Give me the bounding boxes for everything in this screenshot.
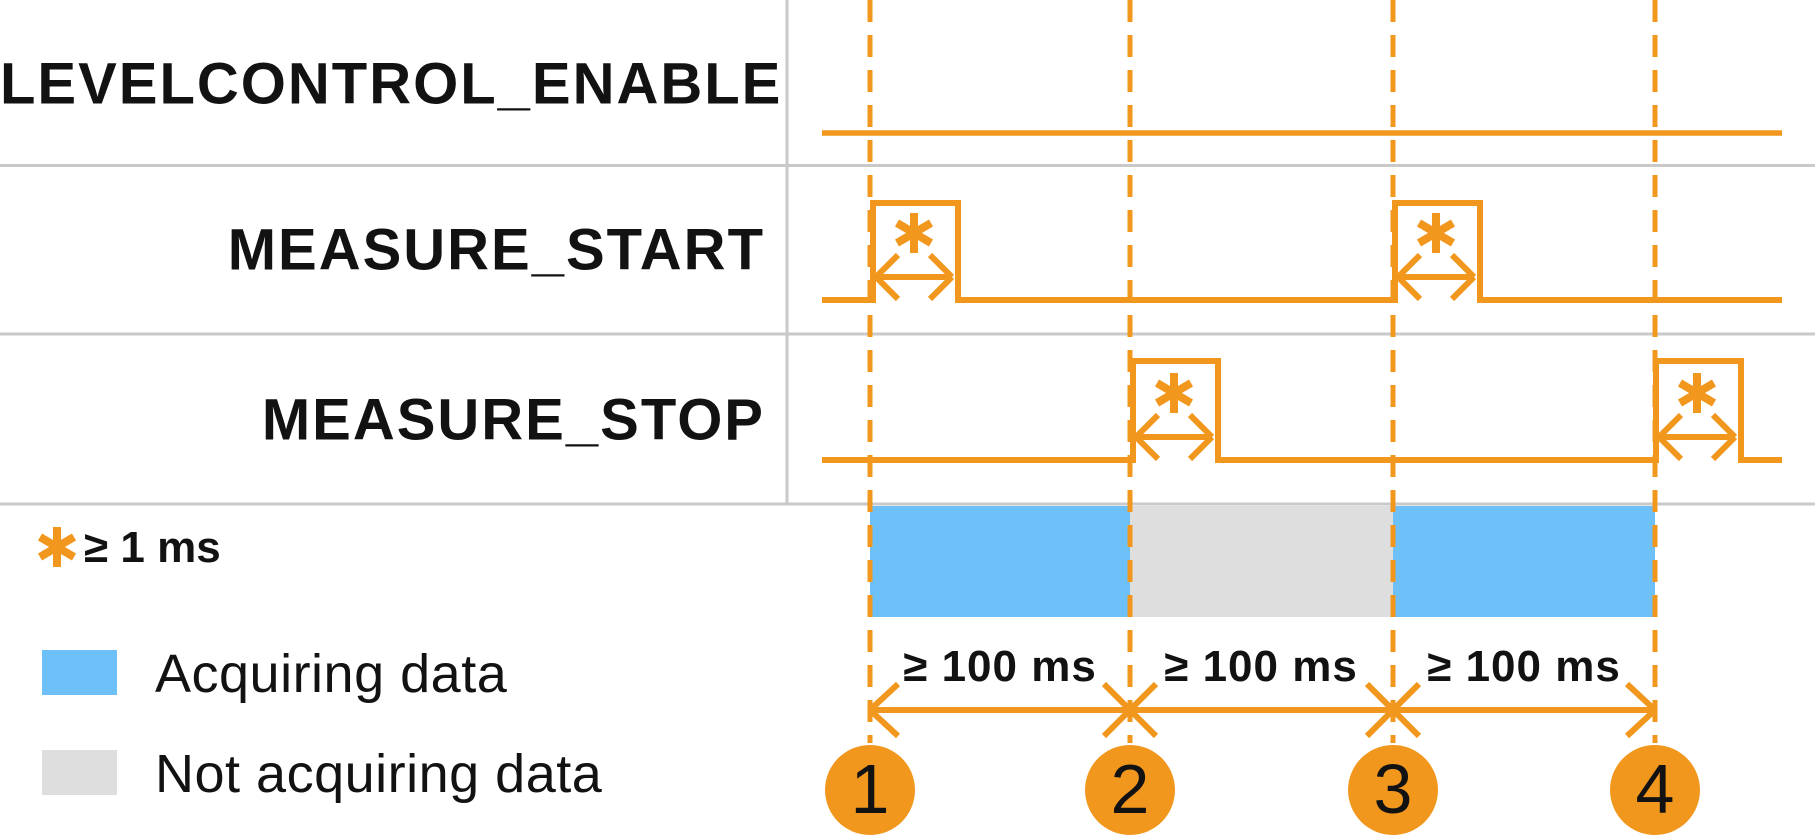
legend-label-acquiring: Acquiring data [155, 644, 508, 704]
pulse-width-note: ≥ 1 ms [84, 523, 221, 572]
asterisk-icon-legend [37, 527, 77, 567]
event-marker-4: 4 [1610, 745, 1700, 835]
pulse-width-arrow-stop-1 [1133, 412, 1215, 462]
arrowhead-left [867, 681, 901, 739]
arrowhead-cross-3 [1364, 681, 1422, 739]
waveform-measure-start [822, 200, 1782, 303]
signal-label-measure-start: MEASURE_START [227, 217, 765, 283]
legend-swatch-acquiring [42, 650, 117, 695]
acquiring-bar-2 [1393, 506, 1655, 617]
legend-label-not-acquiring: Not acquiring data [155, 744, 603, 804]
interval-label-2: ≥ 100 ms [1164, 642, 1358, 691]
event-marker-1: 1 [825, 745, 915, 835]
signal-label-levelcontrol-enable: LEVELCONTROL_ENABLE [0, 51, 783, 117]
interval-label-1: ≥ 100 ms [903, 642, 1097, 691]
legend-swatch-not-acquiring [42, 750, 117, 795]
event-marker-2: 2 [1085, 745, 1175, 835]
event-marker-3: 3 [1348, 745, 1438, 835]
signal-label-measure-stop: MEASURE_STOP [261, 387, 765, 453]
interval-label-3: ≥ 100 ms [1427, 642, 1621, 691]
acquiring-bar-1 [870, 506, 1130, 617]
interval-arrow [867, 681, 1658, 739]
asterisk-icon-stop-1 [1154, 373, 1194, 413]
pulse-width-arrow-start-1 [873, 252, 955, 302]
not-acquiring-bar [1130, 506, 1393, 617]
pulse-width-arrow-stop-2 [1656, 412, 1738, 462]
acquisition-bars [870, 506, 1655, 617]
arrowhead-right [1624, 681, 1658, 739]
arrowhead-cross-2 [1101, 681, 1159, 739]
asterisk-icon-start-1 [894, 213, 934, 253]
pulse-width-arrow-start-2 [1395, 252, 1477, 302]
grid-lines [0, 0, 1815, 506]
asterisk-icon-stop-2 [1677, 373, 1717, 413]
waveform-measure-stop [822, 358, 1782, 463]
dashed-timelines [867, 0, 1658, 743]
asterisk-icon-start-2 [1416, 213, 1456, 253]
